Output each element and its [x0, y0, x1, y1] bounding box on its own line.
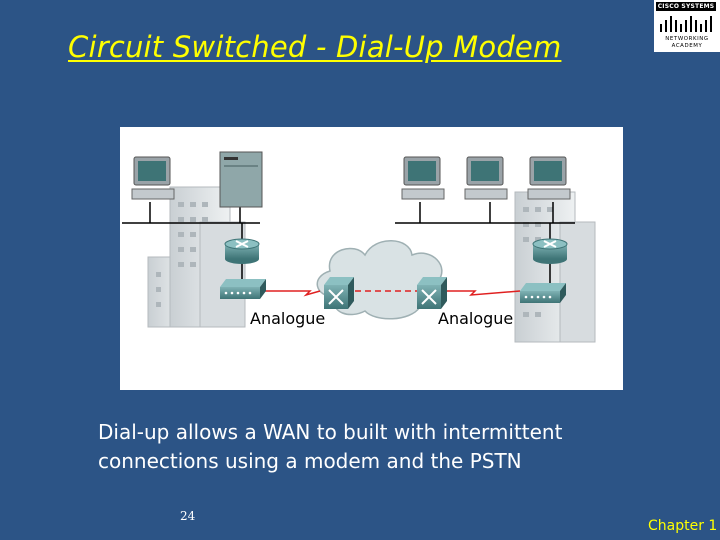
dialup-wan-diagram: Analogue Analogue — [120, 127, 623, 390]
server-icon — [219, 151, 263, 208]
pstn-switch-icon — [324, 277, 354, 309]
slide-caption: Dial-up allows a WAN to built with inter… — [98, 418, 698, 476]
caption-line-1: Dial-up allows a WAN to built with inter… — [98, 420, 563, 444]
router-icon — [532, 238, 568, 264]
network-diagram-svg — [122, 151, 596, 343]
logo-brand-text: CISCO SYSTEMS — [656, 2, 716, 11]
cisco-networking-academy-logo: CISCO SYSTEMS NETWORKING ACADEMY — [654, 0, 720, 52]
logo-networking-text: NETWORKING — [665, 36, 709, 42]
slide-title: Circuit Switched - Dial-Up Modem — [68, 30, 562, 64]
logo-academy-text: NETWORKING ACADEMY — [656, 36, 718, 50]
page-number: 24 — [180, 509, 196, 523]
router-icon — [224, 238, 260, 264]
building-left-icon — [147, 186, 246, 328]
modem-icon — [520, 283, 566, 303]
workstation-icon — [131, 156, 175, 200]
right-link-label: Analogue — [438, 309, 514, 328]
workstation-icon — [527, 156, 571, 200]
cisco-bars-icon — [660, 16, 712, 32]
workstation-icon — [464, 156, 508, 200]
chapter-label: Chapter 1 — [648, 518, 718, 534]
building-right-icon — [514, 191, 596, 343]
logo-academy-word: ACADEMY — [671, 43, 703, 49]
pstn-switch-icon — [417, 277, 447, 309]
workstation-icon — [401, 156, 445, 200]
left-link-label: Analogue — [250, 309, 326, 328]
modem-icon — [220, 279, 266, 299]
caption-line-2: connections using a modem and the PSTN — [98, 449, 522, 473]
